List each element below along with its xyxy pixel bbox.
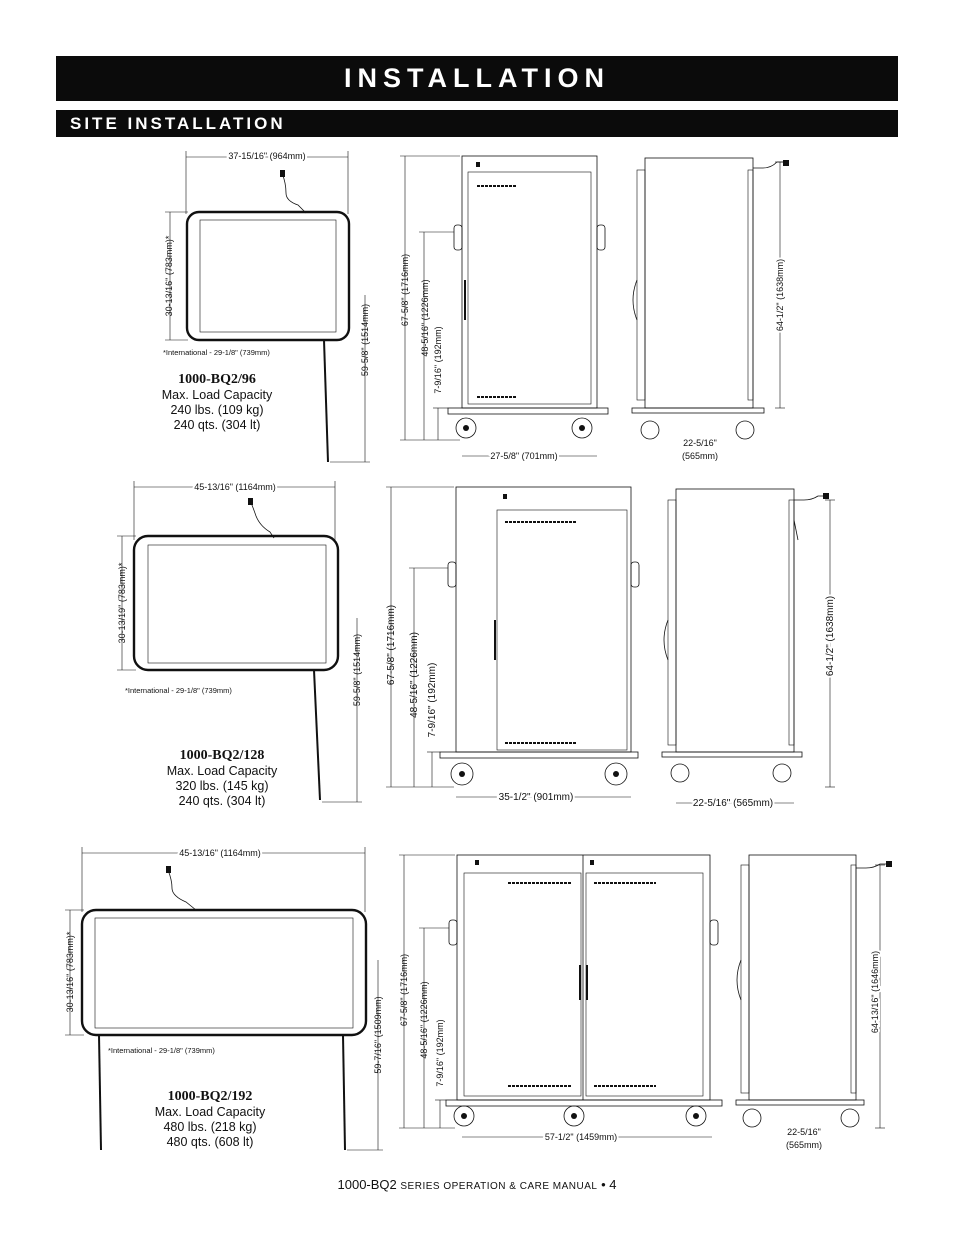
- capacity-label: Max. Load Capacity: [154, 1105, 266, 1119]
- capacity-label: Max. Load Capacity: [161, 388, 273, 402]
- model-info-192: 1000-BQ2/192 Max. Load Capacity 480 lbs.…: [110, 1089, 310, 1150]
- height-128: 67-5/8" (1716mm): [386, 605, 397, 685]
- top-view-128: 45-13/16" (1164mm) 30-13/19" (783mm)* *I…: [117, 480, 362, 803]
- front-width-96: 27-5/8" (701mm): [490, 451, 557, 461]
- top-depth-96: 30-13/16" (783mm)*: [164, 235, 174, 316]
- side-depth-96: 22-5/16": [683, 438, 717, 448]
- svg-text:(565mm): (565mm): [682, 451, 718, 461]
- page-title: INSTALLATION: [56, 56, 898, 101]
- height-96: 67-5/8" (1716mm): [400, 254, 410, 326]
- international-note-192: *International - 29-1/8" (739mm): [108, 1046, 215, 1055]
- handle-height-192: 48-5/16" (1226mm): [419, 981, 429, 1058]
- capacity-volume: 240 qts. (304 lt): [173, 418, 261, 432]
- base-height-96: 7-9/16" (192mm): [433, 326, 443, 393]
- height-192: 67-5/8" (1716mm): [399, 954, 409, 1026]
- front-view-192: 67-5/8" (1716mm) 48-5/16" (1226mm) 7-9/1…: [399, 854, 723, 1144]
- top-width-96: 37-15/16" (964mm): [228, 151, 305, 161]
- front-view-128: 67-5/8" (1716mm) 48-5/16" (1226mm) 7-9/1…: [386, 486, 640, 805]
- model-info-96: 1000-BQ2/96 Max. Load Capacity 240 lbs. …: [117, 372, 317, 433]
- international-note-96: *International - 29-1/8" (739mm): [163, 348, 270, 357]
- side-view-192: 64-13/16" (1646mm) 22-5/16" (565mm): [735, 854, 892, 1150]
- front-view-96: 67-5/8" (1716mm) 48-5/16" (1226mm) 7-9/1…: [400, 155, 609, 463]
- footer-text: series operation & care manual: [400, 1181, 598, 1192]
- section-title: SITE INSTALLATION: [56, 110, 898, 137]
- top-depth-128: 30-13/19" (783mm)*: [117, 562, 127, 643]
- footer-model: 1000-BQ2: [337, 1177, 397, 1192]
- base-height-128: 7-9/16" (192mm): [427, 663, 438, 738]
- model-name: 1000-BQ2/96: [178, 372, 256, 387]
- capacity-volume: 240 qts. (304 lt): [178, 794, 266, 808]
- side-height-128: 64-1/2" (1638mm): [825, 596, 836, 676]
- base-height-192: 7-9/16" (192mm): [435, 1019, 445, 1086]
- capacity-weight: 320 lbs. (145 kg): [175, 779, 269, 793]
- capacity-weight: 480 lbs. (218 kg): [163, 1120, 257, 1134]
- side-height-192: 64-13/16" (1646mm): [870, 951, 880, 1033]
- svg-text:(565mm): (565mm): [786, 1140, 822, 1150]
- page-footer: 1000-BQ2 series operation & care manual …: [0, 1177, 954, 1192]
- side-height-96: 64-1/2" (1638mm): [775, 259, 785, 331]
- side-depth-128: 22-5/16" (565mm): [693, 798, 773, 809]
- capacity-label: Max. Load Capacity: [166, 764, 278, 778]
- front-width-128: 35-1/2" (901mm): [499, 792, 574, 803]
- international-note-128: *International - 29-1/8" (739mm): [125, 686, 232, 695]
- top-view-96: 37-15/16" (964mm) 30-13/16" (783mm)* *In…: [163, 149, 370, 463]
- model-name: 1000-BQ2/192: [167, 1089, 253, 1104]
- capacity-weight: 240 lbs. (109 kg): [170, 403, 264, 417]
- model-name: 1000-BQ2/128: [179, 748, 265, 763]
- model-info-128: 1000-BQ2/128 Max. Load Capacity 320 lbs.…: [122, 748, 322, 809]
- handle-height-96: 48-5/16" (1226mm): [420, 279, 430, 356]
- capacity-volume: 480 qts. (608 lt): [166, 1135, 254, 1149]
- top-width-192: 45-13/16" (1164mm): [179, 848, 261, 858]
- side-depth-192: 22-5/16": [787, 1127, 821, 1137]
- cord-length-96: 59-5/8" (1514mm): [360, 304, 370, 376]
- handle-height-128: 48-5/16" (1226mm): [409, 632, 420, 718]
- cord-length-192: 59-7/16" (1509mm): [373, 996, 383, 1073]
- side-view-96: 64-1/2" (1638mm) 22-5/16" (565mm): [631, 157, 789, 461]
- side-view-128: 64-1/2" (1638mm) 22-5/16" (565mm): [661, 488, 838, 811]
- top-view-192: 45-13/16" (1164mm) 30-13/16" (783mm)* *I…: [65, 846, 383, 1151]
- top-depth-192: 30-13/16" (783mm)*: [65, 931, 75, 1012]
- cord-length-128: 59-5/8" (1514mm): [352, 634, 362, 706]
- top-width-128: 45-13/16" (1164mm): [194, 482, 276, 492]
- page-number: • 4: [601, 1177, 617, 1192]
- front-width-192: 57-1/2" (1459mm): [545, 1132, 617, 1142]
